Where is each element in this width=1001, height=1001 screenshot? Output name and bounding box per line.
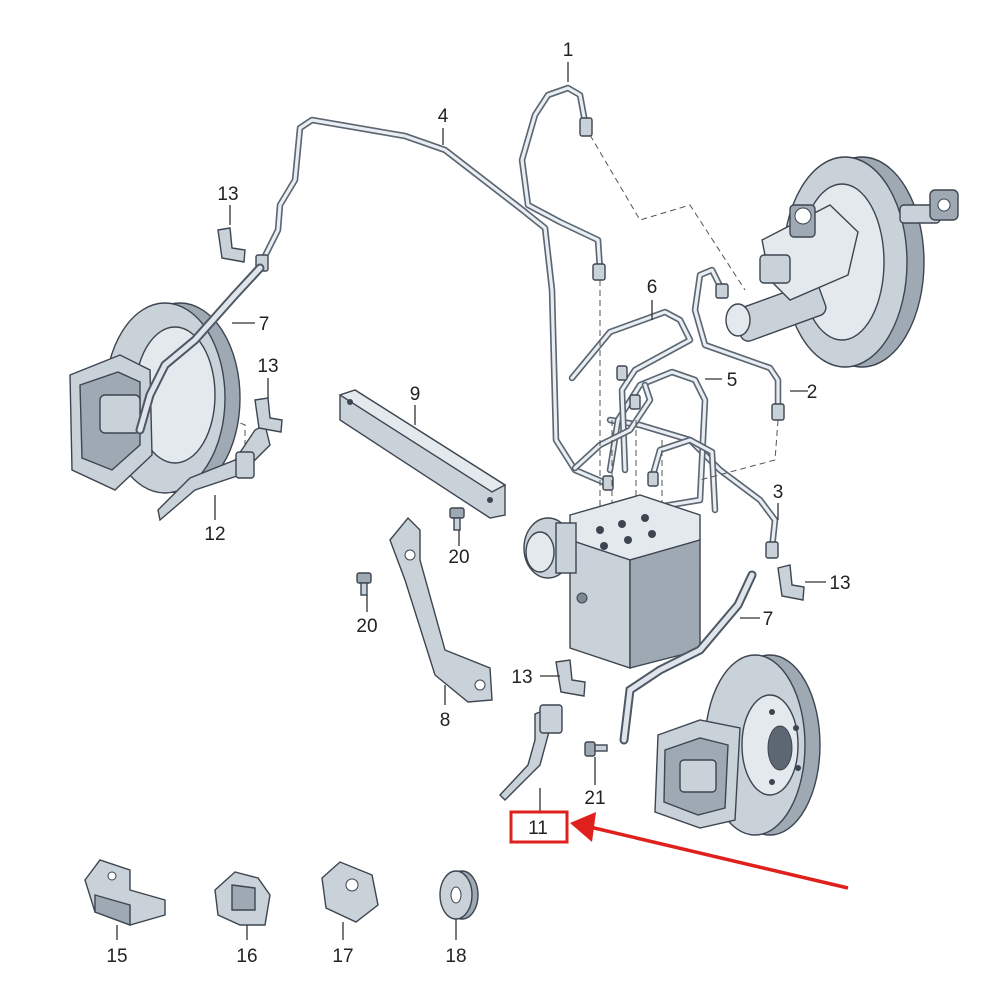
callout-15: 15 xyxy=(106,946,127,967)
part-17-nut xyxy=(321,861,379,923)
callout-2: 2 xyxy=(807,382,818,403)
brake-line-4 xyxy=(258,116,614,489)
callout-1: 1 xyxy=(563,40,574,61)
brake-line-6 xyxy=(568,308,719,514)
highlight-arrow-head xyxy=(570,812,596,842)
callout-labels: 1 2 3 4 5 6 7 7 8 9 11 12 13 13 13 13 15… xyxy=(106,40,850,967)
callout-21: 21 xyxy=(584,788,605,809)
master-cylinder xyxy=(725,204,859,342)
callout-13-bottom: 13 xyxy=(511,667,532,688)
callout-7-right: 7 xyxy=(763,609,774,630)
pipe-fittings xyxy=(255,117,785,559)
callout-8: 8 xyxy=(440,710,451,731)
callout-20-lower: 20 xyxy=(356,616,377,637)
callout-11: 11 xyxy=(528,818,548,839)
callout-16: 16 xyxy=(236,946,257,967)
callout-9: 9 xyxy=(410,384,421,405)
callout-7-left: 7 xyxy=(259,314,270,335)
highlight-callout-11 xyxy=(509,810,849,890)
brake-line-1 xyxy=(518,84,604,274)
highlight-arrow-shaft xyxy=(589,825,849,890)
callout-20-upper: 20 xyxy=(448,547,469,568)
leader-lines xyxy=(116,62,826,940)
abs-hydraulic-unit xyxy=(523,494,701,669)
bolt-20-upper xyxy=(449,507,465,531)
highlight-box xyxy=(509,810,569,844)
callout-13-right: 13 xyxy=(829,573,850,594)
brake-line-2 xyxy=(691,266,782,414)
callout-18: 18 xyxy=(445,946,466,967)
right-brake-hose-7 xyxy=(619,570,757,745)
bracket-9 xyxy=(338,389,507,519)
left-brake-hose-7 xyxy=(135,263,265,435)
callout-5: 5 xyxy=(727,370,738,391)
callout-13-left-mid: 13 xyxy=(257,356,278,377)
bolt-20-lower xyxy=(356,572,372,596)
callout-17: 17 xyxy=(332,946,353,967)
callout-12: 12 xyxy=(204,524,225,545)
callout-6: 6 xyxy=(647,277,658,298)
bracket-8 xyxy=(389,516,493,703)
clip-13-left-top xyxy=(217,227,246,263)
part-15-holder xyxy=(84,859,166,927)
bolt-21 xyxy=(584,741,608,757)
clip-13-left-mid xyxy=(254,397,283,433)
part-18-grommet xyxy=(439,870,479,920)
bracket-11 xyxy=(499,704,563,801)
left-brake-assembly xyxy=(69,302,241,494)
callout-4: 4 xyxy=(438,106,449,127)
callout-13-left-top: 13 xyxy=(217,184,238,205)
callout-3: 3 xyxy=(773,482,784,503)
clip-13-right xyxy=(777,564,805,601)
part-16-holder xyxy=(214,871,271,926)
brake-line-3 xyxy=(606,416,779,552)
right-brake-caliper xyxy=(654,719,741,829)
clip-13-bottom xyxy=(555,659,586,697)
